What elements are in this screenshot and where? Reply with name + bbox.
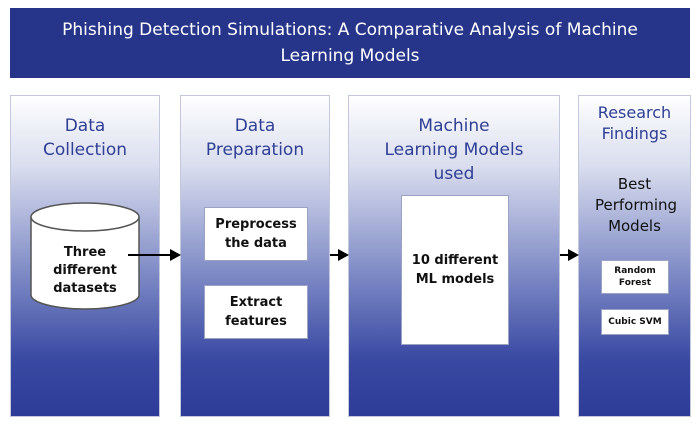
column-research-findings: Research Findings Best Performing Models…	[578, 95, 691, 417]
random-forest-box: Random Forest	[601, 260, 669, 294]
ml-models-box: 10 different ML models	[401, 195, 509, 345]
column-title-data-collection: Data Collection	[42, 116, 128, 160]
database-cylinder-icon	[30, 202, 140, 310]
column-data-preparation: Data Preparation Preprocess the data Ext…	[180, 95, 330, 417]
extract-features-box: Extract features	[204, 285, 308, 339]
arrow-preparation-to-models	[330, 249, 349, 261]
column-title-ml-models: Machine Learning Models used	[384, 116, 524, 184]
best-performing-label: Best Performing Models	[595, 175, 678, 235]
preprocess-box: Preprocess the data	[204, 207, 308, 261]
column-ml-models: Machine Learning Models used 10 differen…	[348, 95, 560, 417]
arrow-collection-to-preparation	[128, 249, 181, 261]
cubic-svm-box: Cubic SVM	[601, 309, 669, 335]
title-banner: Phishing Detection Simulations: A Compar…	[10, 8, 690, 78]
column-title-data-preparation: Data Preparation	[205, 116, 305, 160]
diagram-title: Phishing Detection Simulations: A Compar…	[62, 20, 638, 66]
column-title-research-findings: Research Findings	[597, 103, 672, 143]
arrow-models-to-findings	[560, 249, 579, 261]
cylinder-label: Three different datasets	[53, 245, 117, 296]
